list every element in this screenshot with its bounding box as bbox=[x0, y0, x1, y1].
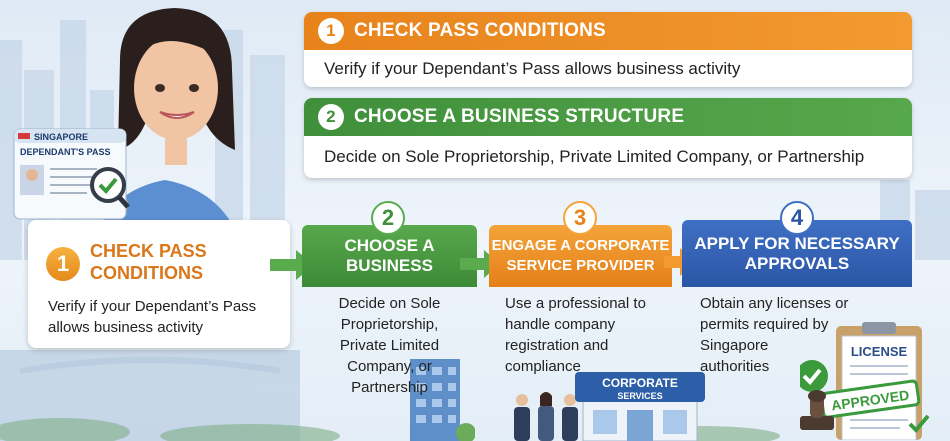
step-3-desc-line-4: compliance bbox=[505, 358, 581, 375]
step-4-title-line-1: APPLY FOR NECESSARY bbox=[694, 233, 900, 253]
step-2-header: CHOOSE A BUSINESS bbox=[302, 225, 477, 287]
step-2-title-line-1: CHOOSE A bbox=[344, 236, 435, 255]
step-3-desc-line-3: registration and bbox=[505, 337, 609, 354]
step-4-card: APPLY FOR NECESSARY APPROVALS Obtain any… bbox=[682, 220, 912, 380]
corporate-services-office: CORPORATE SERVICES bbox=[575, 372, 705, 441]
corporate-sign-line-2: SERVICES bbox=[617, 391, 662, 401]
step-2-desc-line-5: Partnership bbox=[351, 379, 428, 396]
top-step-1-title: CHECK PASS CONDITIONS bbox=[354, 20, 606, 41]
top-step-2-banner: 2 CHOOSE A BUSINESS STRUCTURE Decide on … bbox=[304, 98, 912, 178]
step-3-title-line-1: ENGAGE A CORPORATE bbox=[491, 237, 670, 254]
step-4-desc-line-1: Obtain any licenses or bbox=[700, 295, 849, 312]
license-approved-document: LICENSE APPROVED bbox=[800, 322, 930, 440]
step-3-number: 3 bbox=[563, 201, 597, 235]
step-3-desc-line-2: handle company bbox=[505, 316, 616, 333]
corporate-sign-line-1: CORPORATE bbox=[602, 376, 678, 390]
step-3-title-line-2: SERVICE PROVIDER bbox=[506, 257, 655, 274]
step-1-title-line-2: CONDITIONS bbox=[90, 263, 204, 283]
step-2-description: Decide on Sole Proprietorship, Private L… bbox=[302, 293, 477, 398]
license-title: LICENSE bbox=[851, 344, 908, 359]
step-2-title-line-2: BUSINESS bbox=[346, 256, 433, 275]
step-2-desc-line-2: Proprietorship, bbox=[340, 316, 439, 333]
dependants-pass-card: SINGAPORE DEPENDANT'S PASS bbox=[13, 128, 130, 220]
top-step-1-number: 1 bbox=[318, 18, 344, 44]
step-1-title: CHECK PASS CONDITIONS bbox=[90, 240, 207, 284]
top-step-1-header: 1 CHECK PASS CONDITIONS bbox=[304, 12, 912, 50]
step-4-desc-line-4: authorities bbox=[700, 358, 770, 375]
step-3-card: ENGAGE A CORPORATE SERVICE PROVIDER Use … bbox=[489, 225, 672, 385]
top-step-2-description: Decide on Sole Proprietorship, Private L… bbox=[324, 147, 865, 166]
top-step-2-title: CHOOSE A BUSINESS STRUCTURE bbox=[354, 106, 685, 127]
step-4-description: Obtain any licenses or permits required … bbox=[682, 293, 912, 377]
step-3-header: ENGAGE A CORPORATE SERVICE PROVIDER bbox=[489, 225, 672, 287]
office-building-illustration bbox=[410, 359, 475, 441]
top-step-2-header: 2 CHOOSE A BUSINESS STRUCTURE bbox=[304, 98, 912, 136]
pass-country: SINGAPORE bbox=[34, 132, 88, 142]
stamp-icon bbox=[800, 390, 834, 430]
step-1-number: 1 bbox=[46, 247, 80, 281]
step-1-description: Verify if your Dependant’s Pass allows b… bbox=[28, 296, 290, 338]
step-4-desc-line-2: permits required by bbox=[700, 316, 829, 333]
business-people-illustration bbox=[514, 392, 578, 441]
step-3-description: Use a professional to handle company reg… bbox=[489, 293, 672, 377]
magnifier-check-icon bbox=[98, 177, 118, 194]
step-4-title-line-2: APPROVALS bbox=[744, 253, 850, 273]
check-icon bbox=[802, 368, 822, 385]
step-4-number: 4 bbox=[780, 201, 814, 235]
step-2-number: 2 bbox=[371, 201, 405, 235]
top-step-1-description: Verify if your Dependant’s Pass allows b… bbox=[324, 58, 741, 78]
pass-type: DEPENDANT'S PASS bbox=[20, 147, 111, 157]
step-2-card: CHOOSE A BUSINESS Decide on Sole Proprie… bbox=[302, 225, 477, 415]
step-2-desc-line-1: Decide on Sole bbox=[338, 295, 441, 312]
step-2-desc-line-3: Private Limited bbox=[339, 337, 440, 354]
step-4-desc-line-3: Singapore bbox=[700, 337, 769, 354]
step-1-title-line-1: CHECK PASS bbox=[90, 241, 207, 261]
step-1-desc-line-1: Verify if your Dependant’s Pass bbox=[48, 298, 257, 315]
top-step-2-number: 2 bbox=[318, 104, 344, 130]
top-step-1-banner: 1 CHECK PASS CONDITIONS Verify if your D… bbox=[304, 12, 912, 87]
step-2-desc-line-4: Company, or bbox=[347, 358, 432, 375]
step-1-desc-line-2: allows business activity bbox=[48, 319, 204, 336]
step-3-desc-line-1: Use a professional to bbox=[505, 295, 646, 312]
step-1-card: 1 CHECK PASS CONDITIONS Verify if your D… bbox=[28, 220, 290, 348]
